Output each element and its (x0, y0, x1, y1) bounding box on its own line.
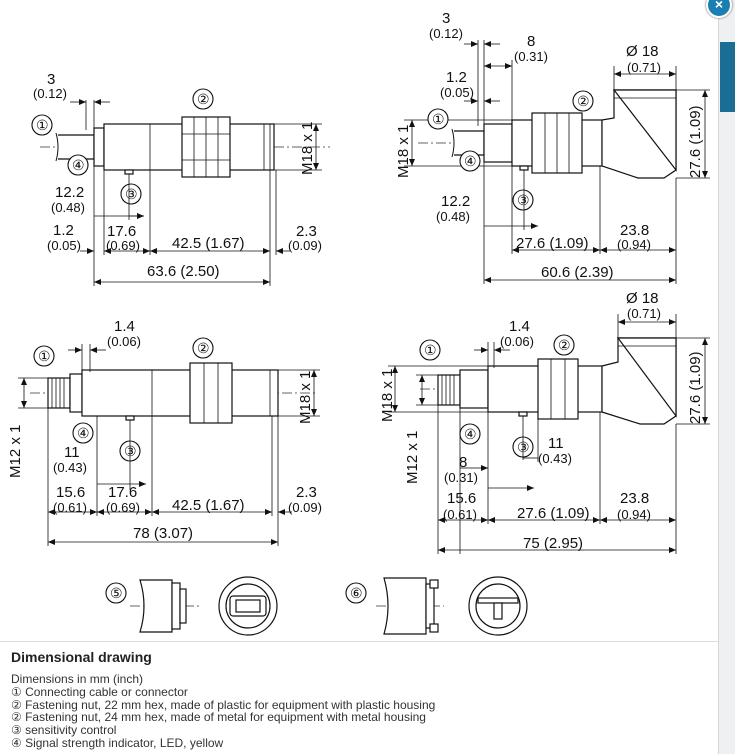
dim-15-6-d: 15.6 (447, 490, 476, 507)
dim-0-71: (0.71) (627, 60, 661, 75)
dim-3: 3 (47, 71, 55, 88)
callout-2-c: ② (197, 340, 210, 356)
callout-4-d: ④ (464, 426, 477, 442)
dim-17-6-c: 17.6 (108, 484, 137, 501)
callout-2-d: ② (558, 337, 571, 353)
dim-0-61-d: (0.61) (443, 507, 477, 522)
dim-23-8: 23.8 (620, 222, 649, 239)
dimensional-drawing: M18 x 1 3 (0.12) ① ② ④ ③ 12.2 (0.48) 1.2… (7, 10, 710, 636)
detail-6: ⑥ (345, 576, 528, 636)
dim-0-31-d: (0.31) (444, 470, 478, 485)
dim-27-6-vert: 27.6 (1.09) (687, 105, 704, 178)
dim-15-6: 15.6 (56, 484, 85, 501)
dim-0-09: (0.09) (288, 238, 322, 253)
caption-line: ② Fastening nut, 22 mm hex, made of plas… (11, 697, 436, 712)
dim-0-48: (0.48) (51, 200, 85, 215)
figure-angled-connector: M18 x 1 M12 x 1 1.4 (0.06) Ø 18 (0.71) 2… (379, 290, 710, 554)
dim-0-71-d: (0.71) (627, 306, 661, 321)
dim-0-06-d: (0.06) (500, 334, 534, 349)
close-button[interactable]: × (706, 0, 732, 18)
dim-23-8-d: 23.8 (620, 490, 649, 507)
dim-m12-1: M12 x 1 (7, 425, 24, 478)
dim-42-5: 42.5 (1.67) (172, 235, 245, 252)
dim-27-6: 27.6 (1.09) (516, 235, 589, 252)
caption-line: ① Connecting cable or connector (11, 684, 188, 699)
dim-0-94-d: (0.94) (617, 507, 651, 522)
callout-1-c: ① (38, 348, 51, 364)
dim-3-b: 3 (442, 10, 450, 27)
callout-2: ② (197, 91, 210, 107)
callout-2-b: ② (577, 93, 590, 109)
callout-1: ① (36, 117, 49, 133)
dim-60-6: 60.6 (2.39) (541, 264, 614, 281)
caption-line: Dimensions in mm (inch) (11, 672, 144, 686)
dim-2-3-c: 2.3 (296, 484, 317, 501)
callout-1-d: ① (424, 342, 437, 358)
dim-12-2: 12.2 (55, 184, 84, 201)
dim-0-61: (0.61) (53, 500, 87, 515)
dim-63-6: 63.6 (2.50) (147, 263, 220, 280)
dim-1-4-d: 1.4 (509, 318, 530, 335)
callout-4: ④ (72, 157, 85, 173)
dim-11-d: 11 (548, 435, 564, 452)
figure-straight-connector: M18 x 1 M12 x 1 1.4 (0.06) ① ② ④ ③ 11 (0… (7, 318, 322, 546)
dim-0-12: (0.12) (33, 86, 67, 101)
dim-0-48-b: (0.48) (436, 209, 470, 224)
callout-5: ⑤ (110, 585, 123, 601)
dim-dia-18-d: Ø 18 (626, 290, 659, 307)
dim-1-2: 1.2 (53, 222, 74, 239)
dim-75: 75 (2.95) (523, 535, 583, 552)
dim-27-6-d: 27.6 (1.09) (517, 505, 590, 522)
figure-angled-cable: 3 (0.12) 8 (0.31) 1.2 (0.05) Ø 18 (0.71)… (395, 10, 710, 284)
dim-17-6: 17.6 (107, 223, 136, 240)
dim-2-3: 2.3 (296, 223, 317, 240)
dim-27-6-vert-d: 27.6 (1.09) (687, 351, 704, 424)
dim-0-12-b: (0.12) (429, 26, 463, 41)
dim-8: 8 (527, 33, 535, 50)
figure-straight-cable: M18 x 1 3 (0.12) ① ② ④ ③ 12.2 (0.48) 1.2… (31, 71, 330, 286)
callout-1-b: ① (432, 111, 445, 127)
dim-12-2-b: 12.2 (441, 193, 470, 210)
callout-4-b: ④ (464, 153, 477, 169)
dim-0-43-d: (0.43) (538, 451, 572, 466)
dim-42-5-c: 42.5 (1.67) (172, 497, 245, 514)
dim-0-09-c: (0.09) (288, 500, 322, 515)
dim-0-69-c: (0.69) (106, 500, 140, 515)
dim-m12-2: M12 x 1 (404, 431, 421, 484)
callout-3-b: ③ (517, 192, 530, 208)
dim-1-4: 1.4 (114, 318, 135, 335)
caption-panel: Dimensional drawing Dimensions in mm (in… (11, 649, 711, 750)
scrollbar-thumb[interactable] (720, 42, 735, 112)
caption-title: Dimensional drawing (11, 649, 152, 665)
dim-1-2-b: 1.2 (446, 69, 467, 86)
caption-line: ④ Signal strength indicator, LED, yellow (11, 735, 224, 750)
dim-0-94: (0.94) (617, 237, 651, 252)
callout-3: ③ (125, 186, 138, 202)
callout-6: ⑥ (350, 585, 363, 601)
callout-4-c: ④ (77, 425, 90, 441)
dim-0-05-b: (0.05) (440, 85, 474, 100)
dim-0-05: (0.05) (47, 238, 81, 253)
dim-78: 78 (3.07) (133, 525, 193, 542)
detail-5: ⑤ (105, 576, 278, 636)
dim-11: 11 (64, 444, 80, 461)
dim-m18-3: M18 x 1 (297, 371, 314, 424)
dim-0-43: (0.43) (53, 460, 87, 475)
dim-m18-4: M18 x 1 (379, 369, 396, 422)
dim-8-d: 8 (459, 454, 467, 471)
section-divider (0, 641, 718, 642)
dim-0-69: (0.69) (106, 238, 140, 253)
dim-0-06: (0.06) (107, 334, 141, 349)
vertical-scrollbar[interactable] (718, 0, 735, 754)
caption-line: ② Fastening nut, 24 mm hex, made of meta… (11, 710, 426, 725)
caption-line: ③ sensitivity control (11, 723, 117, 738)
dim-dia-18: Ø 18 (626, 43, 659, 60)
dim-m18-2: M18 x 1 (395, 125, 412, 178)
dim-m18-1: M18 x 1 (299, 122, 316, 175)
dim-0-31: (0.31) (514, 49, 548, 64)
